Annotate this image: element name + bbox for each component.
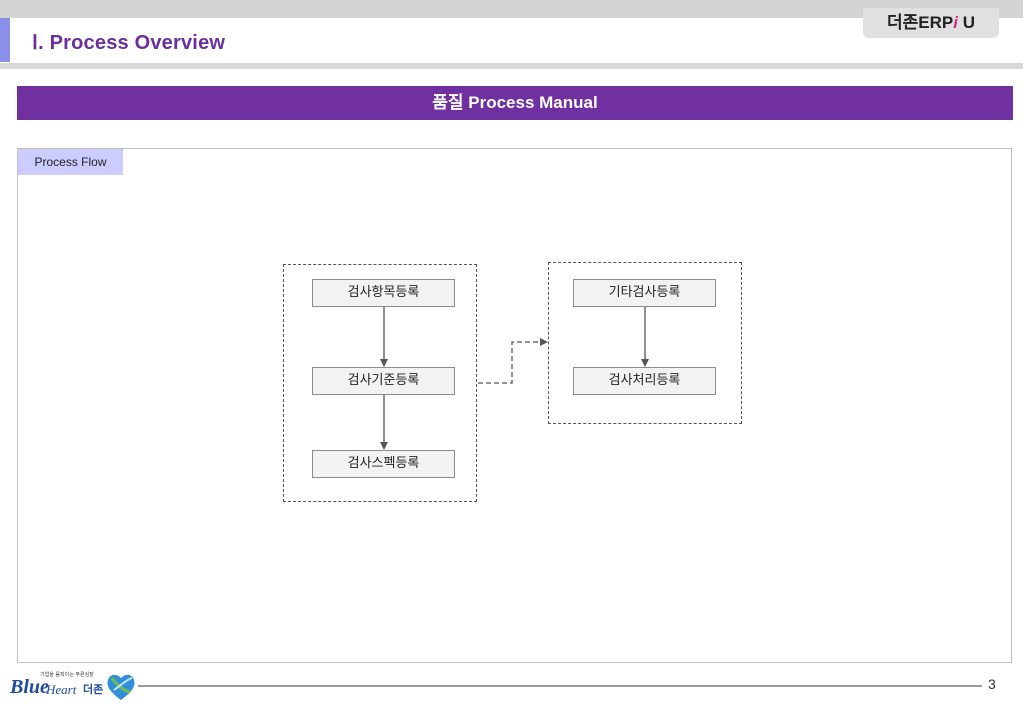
flow-group-right [548, 262, 742, 424]
logo-word-heart: Heart [46, 682, 77, 697]
footer-rule [138, 685, 982, 687]
page-number: 3 [988, 676, 996, 692]
brand-i: i [953, 13, 958, 32]
process-flow-tag: Process Flow [18, 149, 123, 175]
brand-logo: 더존ERPi U [863, 8, 999, 38]
flow-node-inspection-item[interactable]: 검사항목등록 [312, 279, 455, 307]
flow-node-other-inspection[interactable]: 기타검사등록 [573, 279, 716, 307]
flow-node-inspection-standard[interactable]: 검사기준등록 [312, 367, 455, 395]
section-banner: 품질 Process Manual [17, 86, 1013, 120]
title-divider [0, 63, 1023, 69]
flow-node-inspection-process[interactable]: 검사처리등록 [573, 367, 716, 395]
logo-word-blue: Blue [10, 676, 49, 698]
top-bar [0, 0, 1023, 18]
flow-node-inspection-spec[interactable]: 검사스펙등록 [312, 450, 455, 478]
brand-prefix: 더존ERP [887, 13, 954, 32]
logo-word-korean: 더존 [83, 683, 104, 696]
heart-globe-icon [107, 674, 135, 700]
flow-group-left [283, 264, 477, 502]
brand-suffix: U [957, 13, 975, 32]
title-accent-bar [0, 18, 10, 62]
logo-slogan: 기업을 움직이는 푸른심장 [40, 672, 94, 678]
page-title: Ⅰ. Process Overview [32, 32, 226, 54]
blueheart-logo: 기업을 움직이는 푸른심장 Blue Heart 더존 [10, 668, 138, 702]
process-flow-panel [17, 148, 1012, 663]
